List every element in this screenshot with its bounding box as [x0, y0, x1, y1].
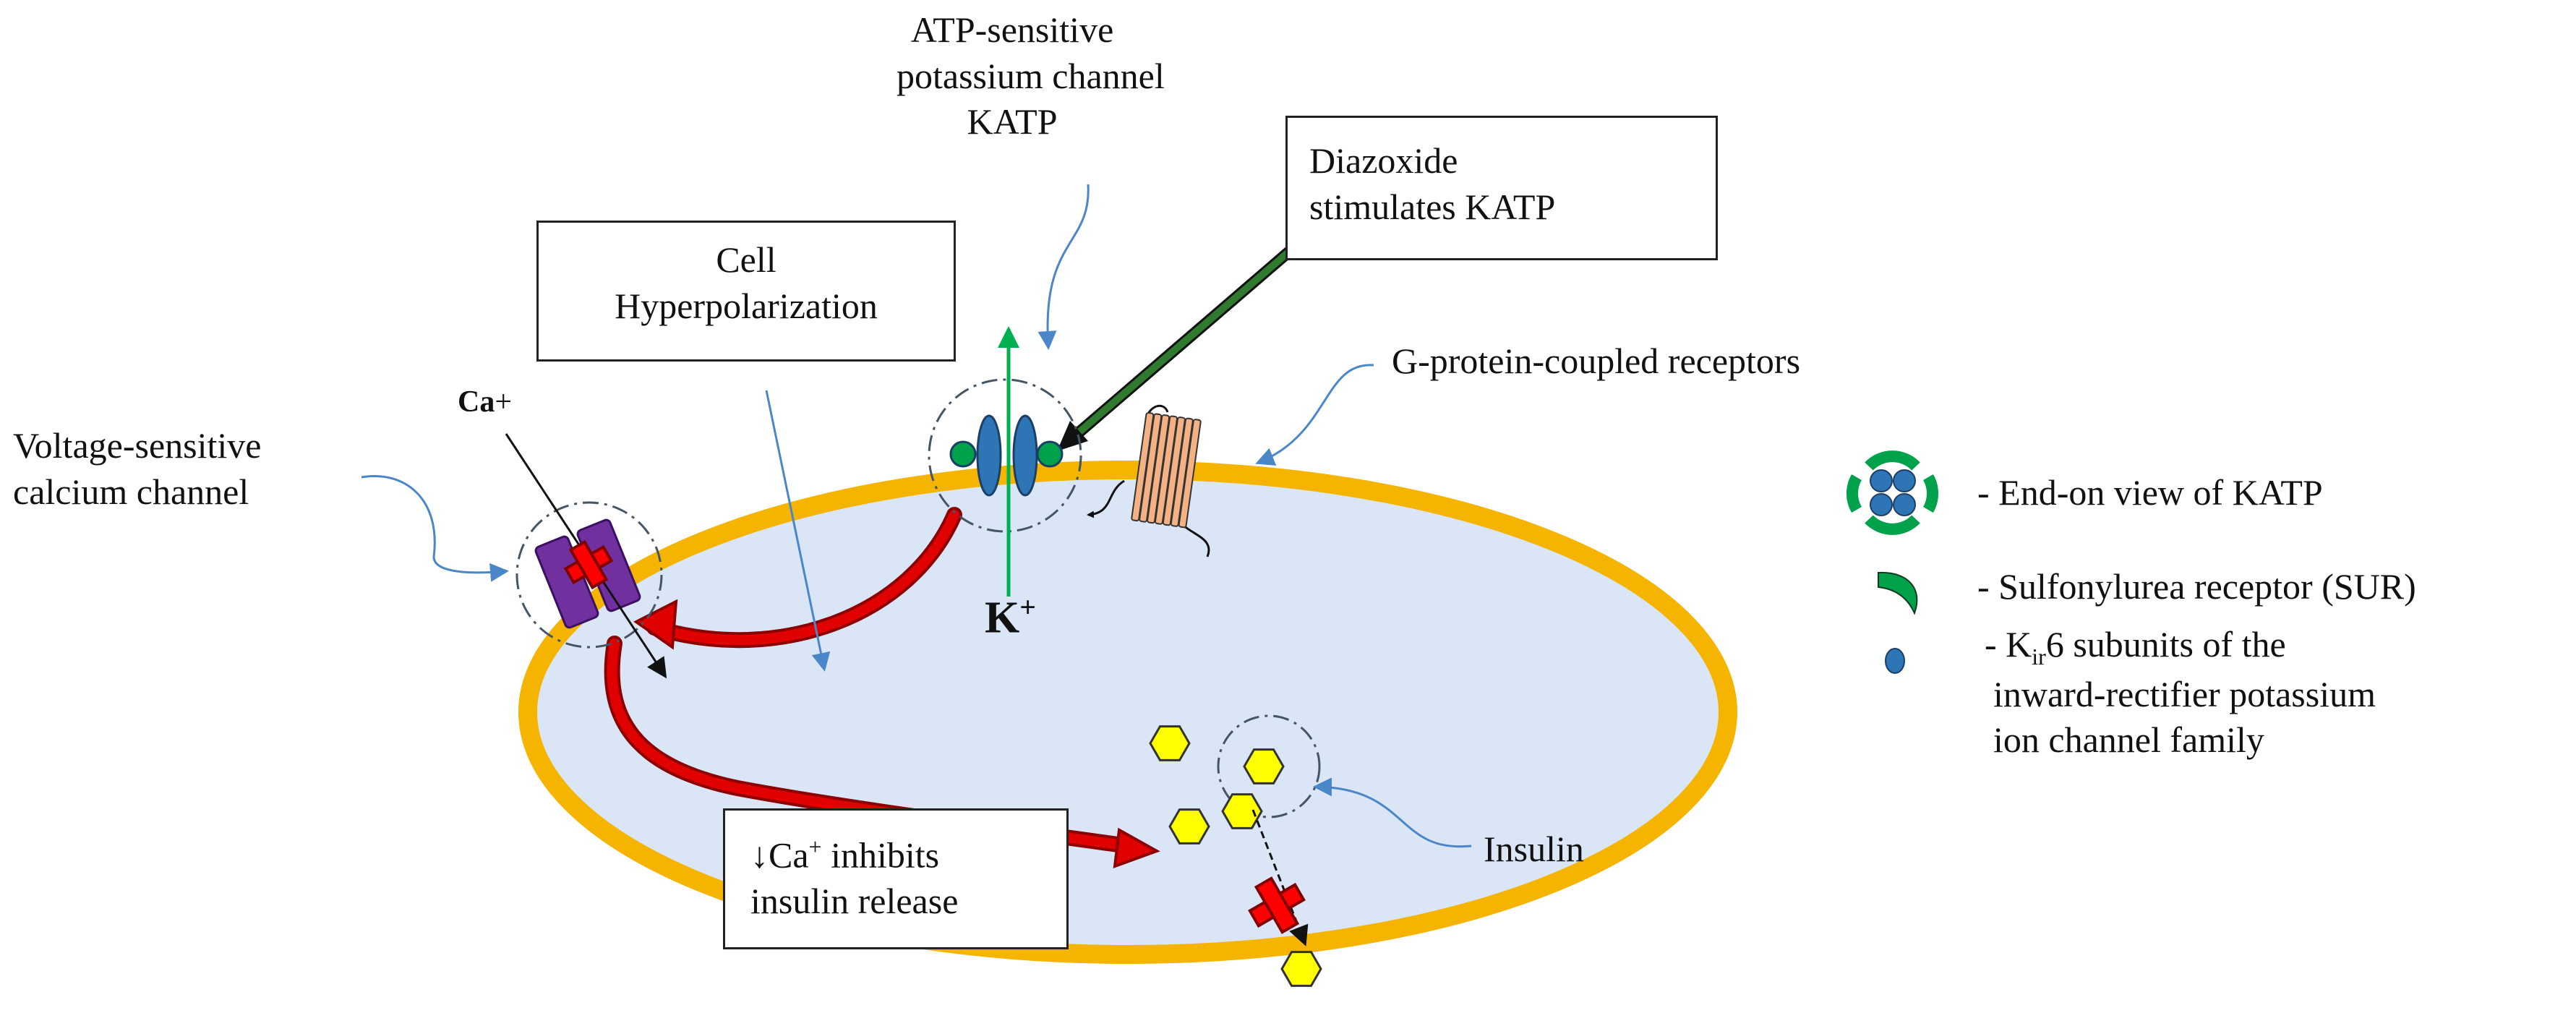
gpcr-label: G-protein-coupled receptors — [1392, 341, 1801, 381]
potassium-ion-symbol: K — [985, 593, 1020, 643]
insulin-granule-released — [1280, 951, 1322, 987]
kir6-legend-icon — [1885, 648, 1905, 674]
katp-title-line2: potassium channel — [897, 55, 1165, 96]
callout-gpcr — [1255, 364, 1374, 466]
sur-right — [1036, 440, 1064, 468]
legend-katp-end-on: - End-on view of KATP — [1977, 472, 2323, 513]
callout-insulin — [1313, 777, 1472, 848]
calcium-ion-label: Ca+ — [458, 383, 512, 422]
katp-end-on-icon — [1847, 450, 1938, 535]
calcium-blocked-cross — [563, 539, 614, 590]
calcium-ion-charge: + — [495, 385, 513, 419]
pathway-arrowhead-insulin — [1113, 827, 1160, 868]
legend-kir6-rest: 6 subunits of the — [2045, 624, 2286, 664]
legend-kir6-subscript: ir — [2032, 644, 2046, 670]
insulin-release-blocked-cross — [1248, 876, 1306, 934]
pathway-arrowhead-calcium — [633, 599, 678, 650]
hyperpolarization-line1: Cell — [716, 239, 776, 280]
insulin-granule — [1243, 748, 1285, 785]
legend-kir6-line3: ion channel family — [1993, 719, 2264, 761]
hyperpolarization-line2: Hyperpolarization — [615, 285, 878, 326]
katp-channel-highlight — [928, 378, 1082, 533]
inhibition-ca-symbol: ↓Ca — [750, 834, 809, 876]
legend-sur: - Sulfonylurea receptor (SUR) — [1977, 566, 2416, 607]
hyperpolarization-box: Cell Hyperpolarization — [536, 221, 956, 362]
callout-katp — [1037, 184, 1090, 350]
insulin-granule — [1149, 725, 1191, 761]
vscc-label: Voltage-sensitive calcium channel — [13, 423, 261, 515]
insulin-granule — [1221, 793, 1263, 829]
diazoxide-line1: Diazoxide — [1309, 140, 1458, 181]
inhibition-line1-rest: inhibits — [821, 834, 940, 876]
sur-legend-icon — [1878, 571, 1918, 615]
diazoxide-line2: stimulates KATP — [1309, 186, 1556, 227]
legend-kir6-line1: - Kir6 subunits of the — [1985, 622, 2376, 672]
inhibition-line1: ↓Ca+ inhibits — [750, 832, 1066, 879]
inhibition-ca-charge: + — [808, 834, 822, 860]
sur-left — [949, 440, 977, 468]
vscc-line2: calcium channel — [13, 471, 249, 512]
katp-title-line1: ATP-sensitive — [910, 9, 1114, 50]
insulin-granule-highlight — [1217, 714, 1321, 818]
inhibition-box: ↓Ca+ inhibits insulin release — [723, 808, 1069, 949]
insulin-label: Insulin — [1484, 829, 1584, 869]
calcium-ion-symbol: Ca — [458, 385, 495, 419]
calcium-channel-highlight — [515, 501, 663, 649]
diazoxide-box: Diazoxide stimulates KATP — [1285, 116, 1718, 260]
callout-vscc — [361, 475, 509, 582]
legend-kir6-prefix: - K — [1985, 624, 2032, 664]
potassium-ion-charge: + — [1019, 591, 1037, 623]
insulin-granule — [1168, 808, 1210, 845]
katp-title-line3: KATP — [967, 101, 1058, 142]
potassium-ion-label: K+ — [985, 589, 1036, 646]
katp-title: ATP-sensitive potassium channel KATP — [897, 7, 1165, 145]
inhibition-line2: insulin release — [750, 881, 959, 922]
gpcr-helix — [1178, 419, 1202, 529]
callout-hyperpolarization — [765, 390, 831, 672]
kir6-subunit-right — [1012, 414, 1038, 497]
legend-kir6: - Kir6 subunits of the inward-rectifier … — [1985, 622, 2376, 764]
beta-cell-membrane — [518, 461, 1737, 964]
vscc-line1: Voltage-sensitive — [13, 425, 262, 466]
legend-kir6-line2: inward-rectifier potassium — [1993, 673, 2376, 714]
kir6-subunit-left — [976, 414, 1002, 497]
gpcr-icon — [1087, 404, 1210, 557]
